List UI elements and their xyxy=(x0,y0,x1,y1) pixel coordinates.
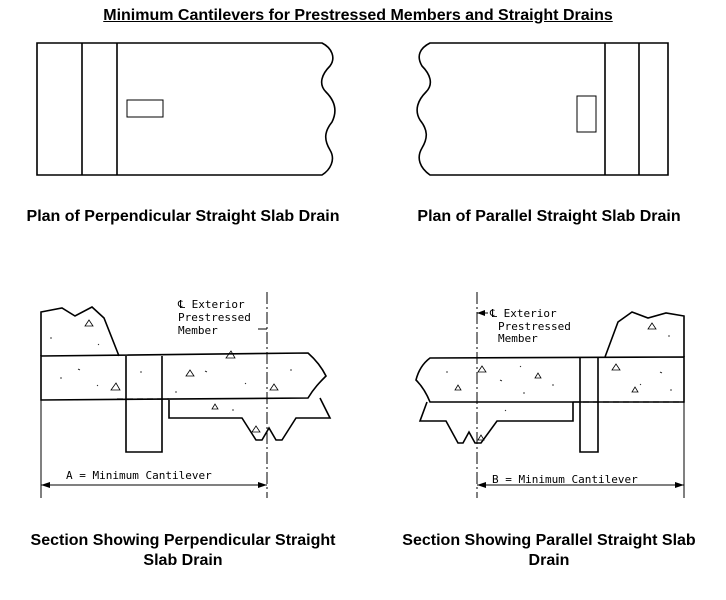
section-perpendicular-drawing: ℄ Exterior Prestressed Member A = Minimu… xyxy=(40,292,332,498)
caption-section-parallel: Section Showing Parallel Straight Slab D… xyxy=(372,531,726,571)
right-prestressed-beam xyxy=(418,401,574,444)
right-dim-arrow-end xyxy=(675,482,684,488)
page-title: Minimum Cantilevers for Prestressed Memb… xyxy=(103,7,613,24)
caption-section-parallel-line-1: Section Showing Parallel Straight Slab xyxy=(402,532,696,549)
plan-perpendicular-drawing xyxy=(36,42,336,176)
perpendicular-drain-opening xyxy=(126,99,164,118)
right-parapet xyxy=(604,311,685,358)
left-dimension-label: A = Minimum Cantilever xyxy=(66,469,212,482)
caption-section-perpendicular-line-2: Slab Drain xyxy=(143,552,223,569)
left-speckles xyxy=(50,337,292,411)
caption-section-perpendicular-line-1: Section Showing Perpendicular Straight xyxy=(30,532,336,549)
caption-section-parallel-line-2: Drain xyxy=(528,552,570,569)
parallel-drain-opening xyxy=(576,95,597,133)
right-drain-pipe xyxy=(579,357,599,453)
right-dim-arrow-start xyxy=(477,482,486,488)
right-deck-slab xyxy=(415,356,685,403)
right-callout-line-1: ℄ Exterior xyxy=(489,307,557,320)
right-aggregate-marks xyxy=(454,322,657,441)
left-callout-line-3: Member xyxy=(178,324,218,337)
caption-plan-parallel: Plan of Parallel Straight Slab Drain xyxy=(417,208,681,225)
left-aggregate-marks xyxy=(84,319,279,433)
plan-parallel-outline xyxy=(416,42,669,176)
right-callout-line-2: Prestressed xyxy=(498,320,571,333)
left-drain-pipe xyxy=(125,356,163,453)
left-parapet xyxy=(40,306,120,357)
right-leader-arrow xyxy=(477,310,485,316)
left-dim-arrow-start xyxy=(41,482,50,488)
section-parallel-drawing: ℄ Exterior Prestressed Member B = Minimu… xyxy=(415,292,685,498)
right-speckles xyxy=(446,335,672,412)
caption-plan-perpendicular: Plan of Perpendicular Straight Slab Drai… xyxy=(26,208,340,225)
caption-section-perpendicular: Section Showing Perpendicular Straight S… xyxy=(0,531,366,571)
right-dimension-label: B = Minimum Cantilever xyxy=(492,473,638,486)
left-callout-line-1: ℄ Exterior xyxy=(177,298,245,311)
left-callout-line-2: Prestressed xyxy=(178,311,251,324)
left-dim-arrow-end xyxy=(258,482,267,488)
plan-parallel-drawing xyxy=(416,42,669,176)
plan-perpendicular-outline xyxy=(36,42,336,176)
right-callout-line-3: Member xyxy=(498,332,538,345)
left-deck-slab xyxy=(40,352,327,401)
left-prestressed-beam xyxy=(168,397,332,441)
